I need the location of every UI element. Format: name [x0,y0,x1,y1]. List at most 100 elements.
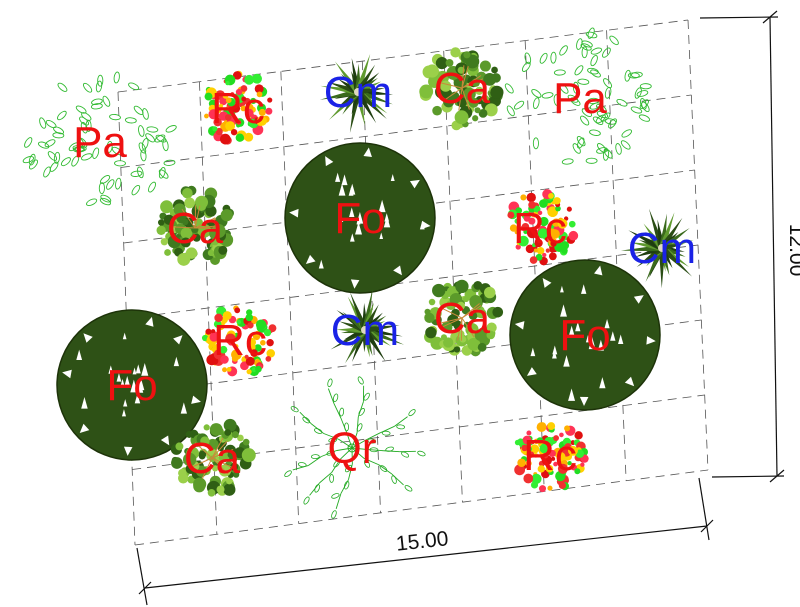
leaf-outline [621,129,633,138]
flower-dot [536,422,547,433]
leaf-outline [80,121,88,134]
leaf-outline [572,143,581,154]
flower-dot [542,252,547,258]
flower-dot [231,349,242,360]
flower-dot [528,217,536,225]
canopy-mark [575,321,581,332]
canopy-mark [610,331,616,341]
canopy-mark [599,377,606,389]
canopy-notch [79,423,90,434]
foliage-dot [164,249,171,256]
branch [351,447,368,450]
plant-code-label: Ca [434,294,491,343]
leaf-outline [634,87,642,99]
branch [194,217,216,229]
foliage-dot [428,298,436,306]
leaf-outline [310,454,320,460]
flower-dot [263,329,272,337]
leaf-outline [148,181,156,193]
leaf-outline [124,117,137,124]
branch [383,450,400,453]
height-tick [762,10,778,24]
flower-dot [230,128,238,136]
plant-rc: Rc [507,189,579,266]
canopy-mark [137,377,145,391]
flower-dot [247,337,257,347]
plant-pa: Pa [22,71,177,207]
branch [172,226,196,229]
foliage-dot [182,187,193,199]
leaf-outline [60,157,71,167]
leaf-outline [146,126,159,133]
flower-dot [219,133,231,145]
flower-dot [523,473,534,484]
leaf-outline [345,464,352,473]
branch [299,411,312,424]
spike-leaf [364,325,400,334]
canopy-mark [116,373,122,382]
flower-dot [260,339,266,346]
plant-code-label: Ca [184,434,241,483]
plant-center [361,326,369,334]
flower-dot [567,460,572,466]
leaf-outline [75,105,87,114]
leaf-outline [154,134,166,143]
branch [211,440,228,459]
flower-dot [525,460,532,467]
plant-ca: Ca [419,47,504,131]
grid-line [134,469,709,546]
leaf-outline [596,147,608,154]
leaf-outline [367,438,377,444]
flower-dot [256,91,263,98]
spike-leaf [326,81,360,96]
leaf-outline [581,40,593,48]
flower-dot [225,80,230,86]
flower-dot [266,349,276,358]
foliage-dot [163,214,175,225]
flower-dot [556,451,566,462]
leaf-outline [332,393,339,403]
leaf-outline [590,55,598,67]
branch [310,423,324,434]
canopy-mark [563,355,570,367]
canopy-notch [325,156,334,167]
flower-dot [536,247,545,255]
branch [351,432,358,449]
branch [439,317,463,324]
plant-code-label: Ca [434,64,491,113]
leaf-outline [630,71,643,78]
branch [461,75,482,89]
foliage-dot [185,431,193,438]
leaf-outline [106,179,115,190]
foliage-dot [200,436,210,446]
branch [333,403,342,419]
plant-code-label: Cm [324,68,392,117]
canopy-notch [624,376,635,387]
flower-dot [515,244,521,250]
branch [292,465,309,471]
foliage-dot [177,252,191,266]
grid-line [280,71,300,524]
foliage-dot [171,457,183,469]
plant-code-label: Rc [211,84,265,133]
leaf-outline [90,103,103,110]
leaf-outline [630,106,643,114]
canopy-mark [560,285,564,293]
leaf-outline [284,470,292,477]
flower-dot [221,320,226,325]
flower-dot [535,253,543,261]
flower-dot [557,218,568,229]
foliage-dot [226,478,233,485]
leaf-outline [100,194,112,203]
branch [391,473,404,486]
foliage-dot [468,311,478,320]
flower-dot [209,332,219,342]
height-tick [769,469,785,483]
flower-dot [244,132,254,142]
flower-dot [258,108,266,117]
canopy-notch [191,395,201,404]
flower-dot [529,256,538,264]
foliage-dot [425,326,437,339]
branch [378,464,393,475]
